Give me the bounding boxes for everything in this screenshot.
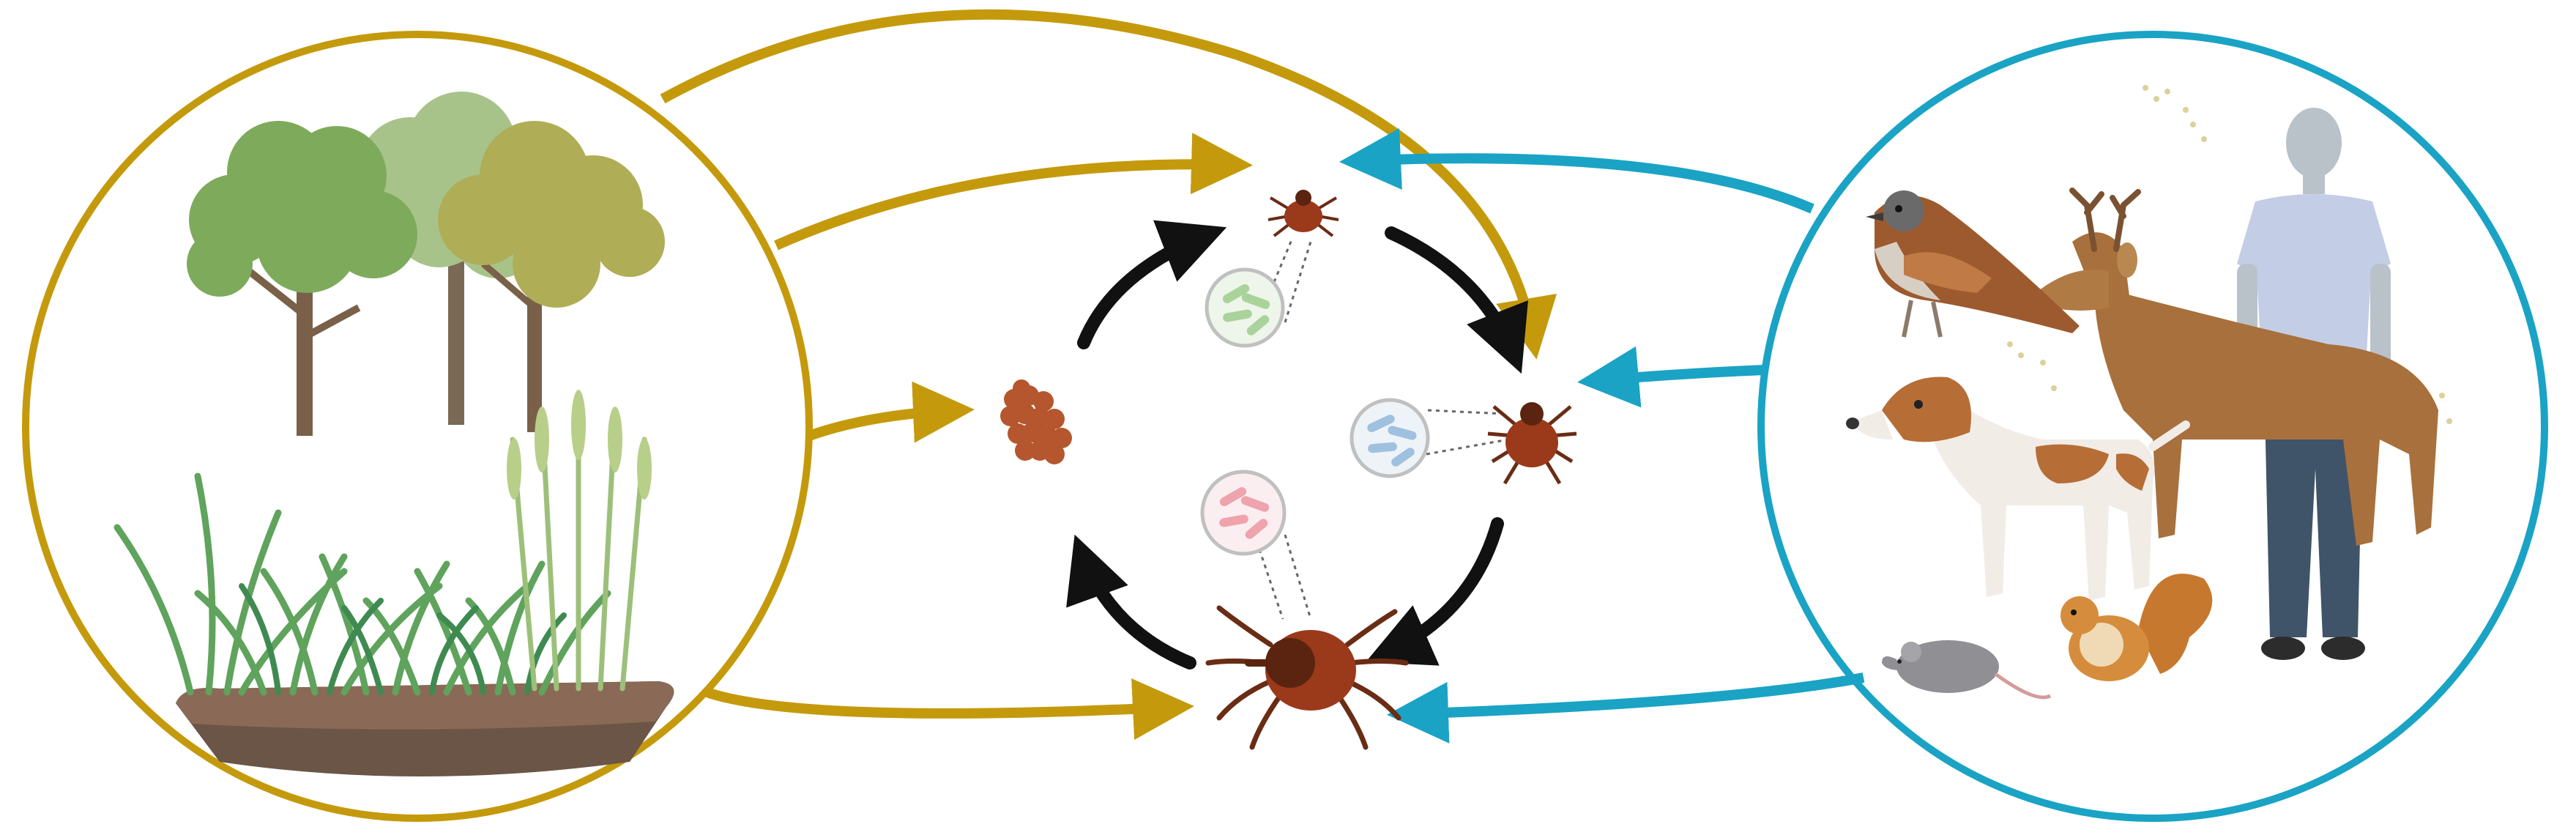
trees-illustration bbox=[187, 92, 665, 436]
adult-to-eggs-arrow bbox=[1066, 534, 1196, 670]
egg-mass-icon bbox=[1000, 379, 1072, 464]
cycle-arrows bbox=[1066, 220, 1528, 670]
soil-layer bbox=[176, 681, 674, 776]
eggs-to-larva-arrow bbox=[1077, 220, 1227, 349]
sparrow-illustration bbox=[1866, 190, 2080, 338]
env-to-nymph-arrow bbox=[660, 9, 1557, 360]
host-to-adult-arrow bbox=[1387, 672, 1865, 744]
nymph-bacteria-bubble bbox=[1350, 398, 1509, 478]
environment-panel bbox=[22, 31, 813, 822]
host-to-nymph-arrow bbox=[1577, 346, 1765, 408]
adult-tick-icon bbox=[1205, 605, 1409, 750]
dog-illustration bbox=[1846, 377, 2190, 601]
host-arrows bbox=[1339, 128, 1865, 744]
larva-tick-icon bbox=[1267, 190, 1339, 237]
nymph-to-adult-arrow bbox=[1366, 517, 1504, 666]
env-to-larva-arrow bbox=[774, 133, 1253, 251]
larva-bacteria-bubble bbox=[1205, 237, 1312, 348]
larva-to-nymph-arrow bbox=[1385, 226, 1528, 374]
squirrel-illustration bbox=[2061, 574, 2213, 681]
environment-arrows bbox=[660, 9, 1557, 741]
env-to-eggs-arrow bbox=[807, 381, 975, 443]
adult-bacteria-bubble bbox=[1200, 470, 1312, 620]
env-to-adult-arrow bbox=[704, 678, 1194, 741]
deer-illustration bbox=[2035, 188, 2438, 546]
hosts-panel bbox=[1757, 31, 2548, 822]
debris-dots bbox=[2007, 85, 2452, 424]
rat-illustration bbox=[1882, 640, 2052, 700]
nymph-tick-icon bbox=[1487, 402, 1577, 485]
grass-illustration bbox=[113, 390, 652, 696]
host-to-larva-arrow bbox=[1339, 128, 1814, 214]
